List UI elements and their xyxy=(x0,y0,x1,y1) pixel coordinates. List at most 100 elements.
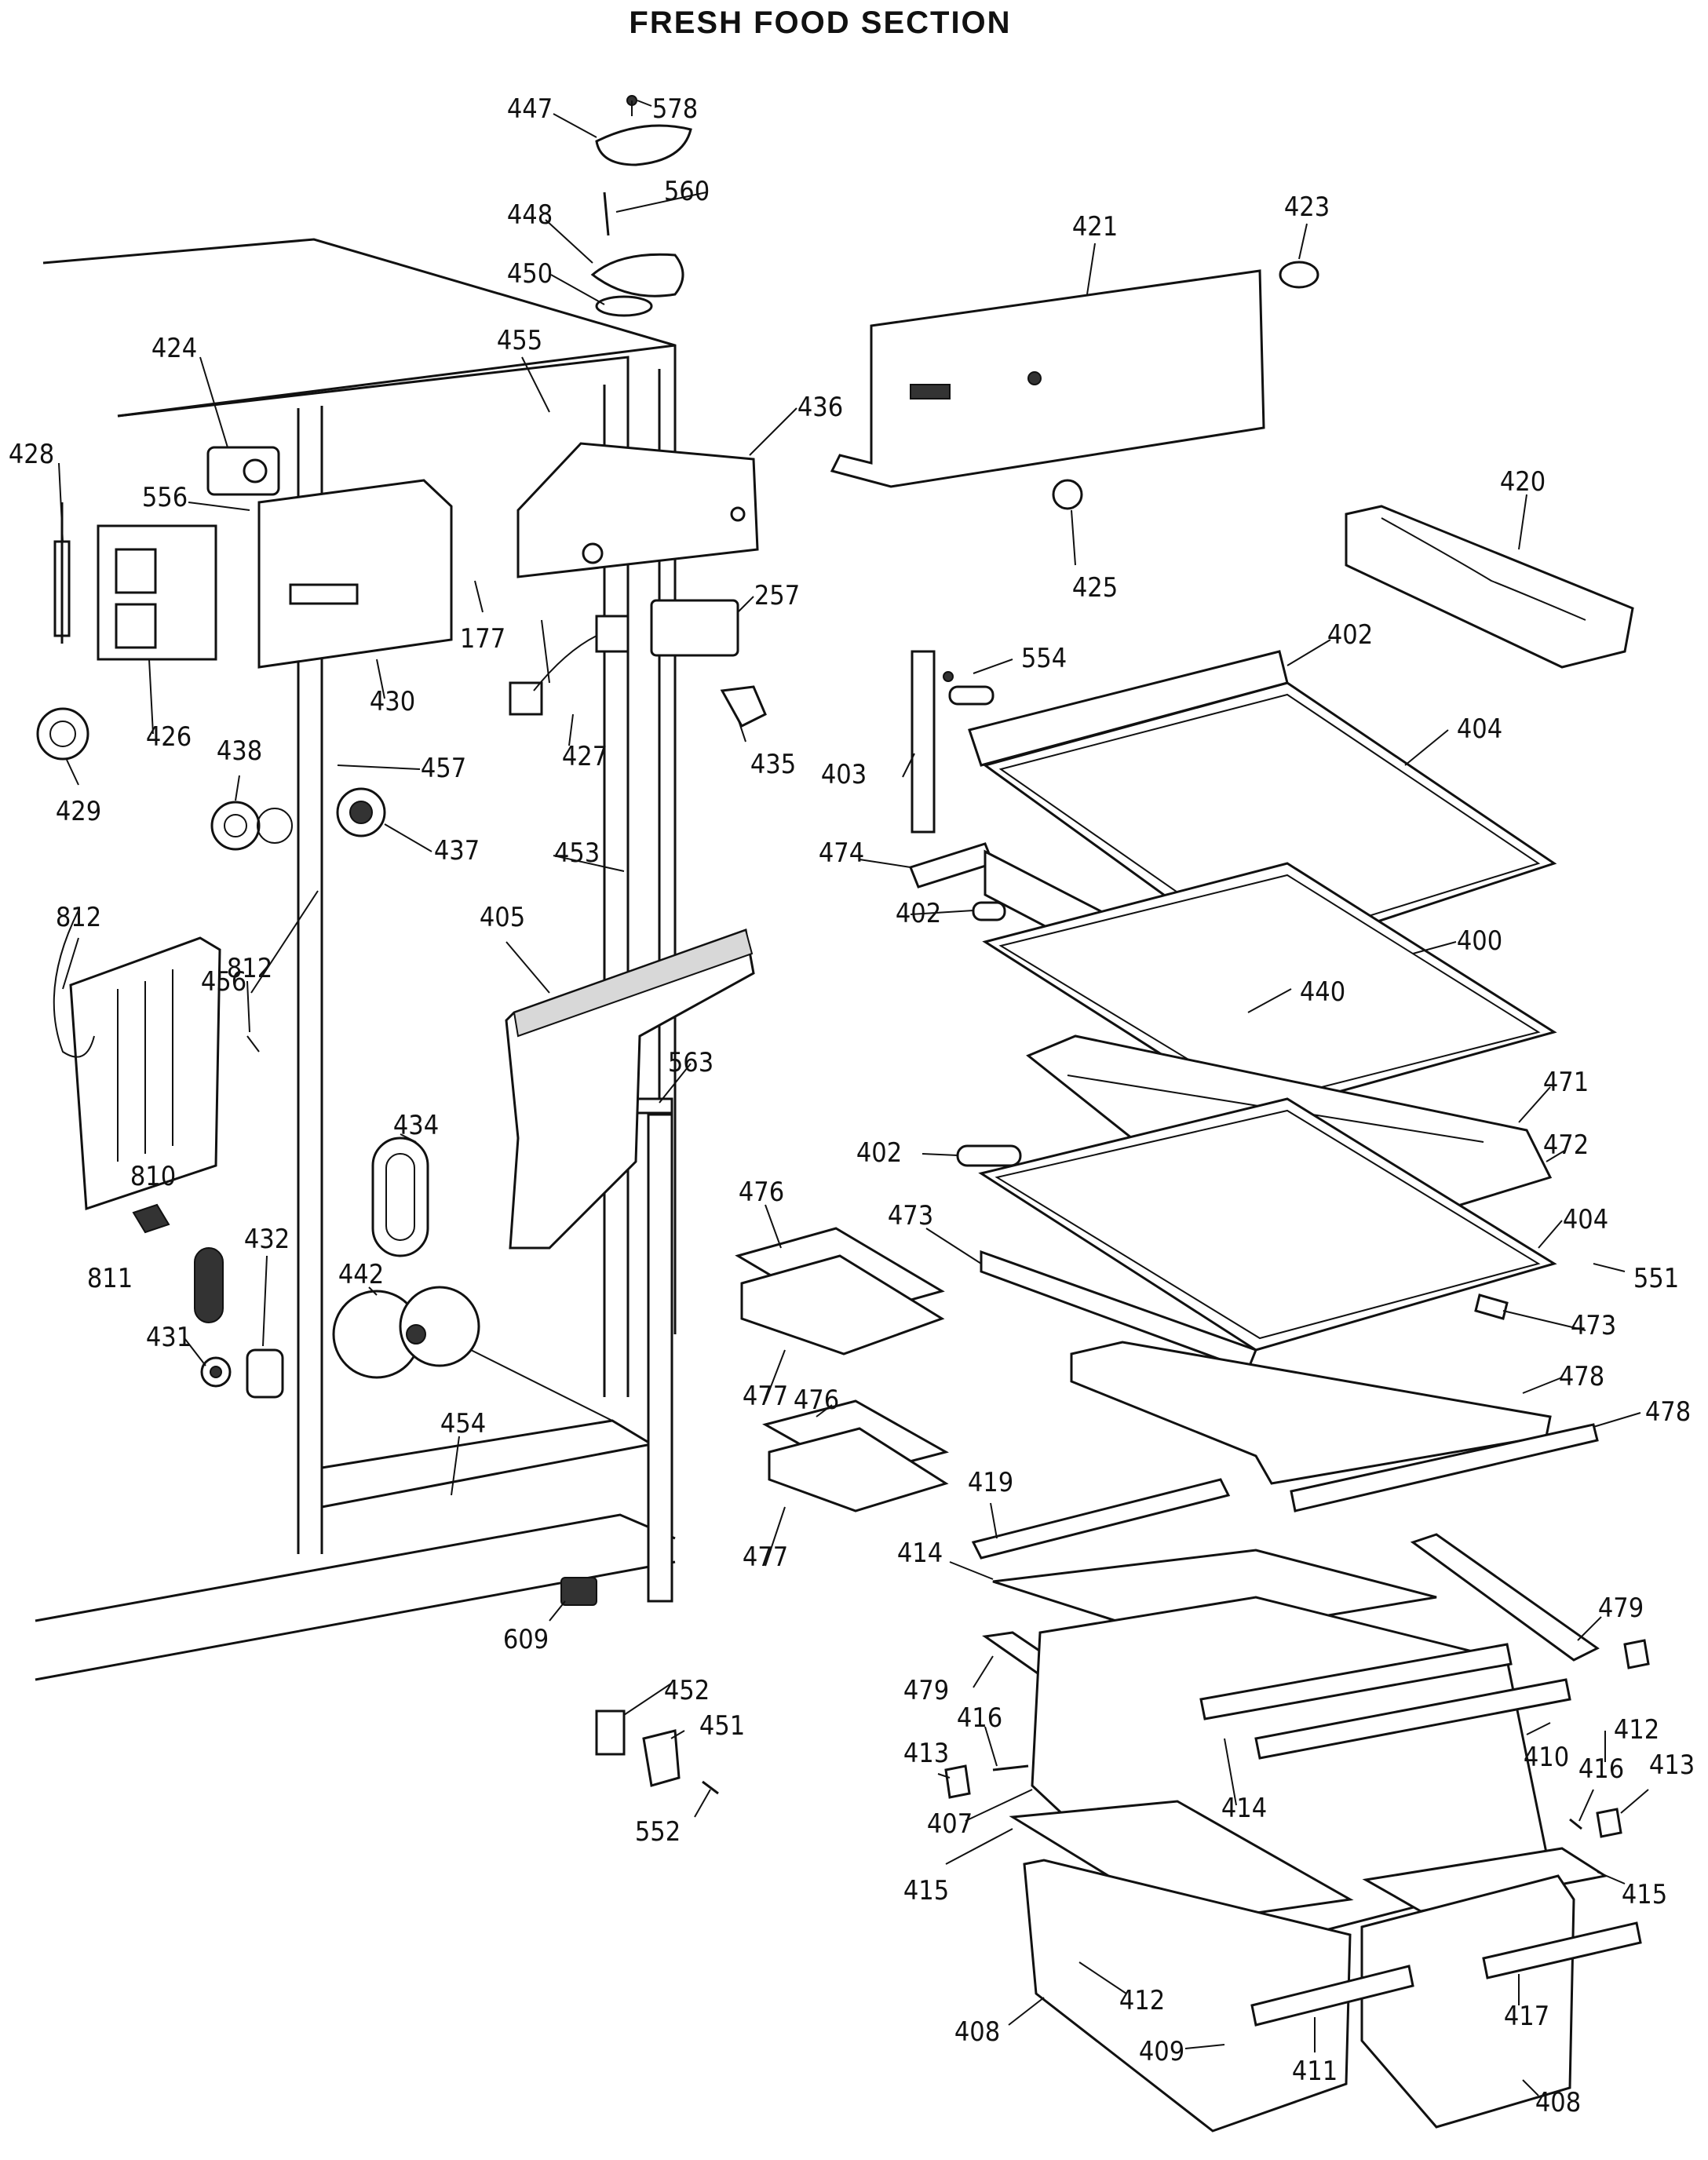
callout-421: 421 xyxy=(1072,211,1118,243)
callout-409: 409 xyxy=(1139,2036,1184,2067)
part-552-screw xyxy=(702,1780,719,1795)
part-421-light-shield xyxy=(830,269,1265,488)
leader-lines xyxy=(58,100,1649,2096)
callout-477: 477 xyxy=(743,1381,788,1412)
callout-402: 402 xyxy=(1327,619,1373,651)
part-430-cover xyxy=(257,479,453,669)
callout-423: 423 xyxy=(1284,192,1330,223)
part-424-motor xyxy=(206,446,280,496)
part-423-bulb xyxy=(1279,261,1319,289)
callout-476: 476 xyxy=(739,1177,784,1208)
callout-414: 414 xyxy=(897,1538,943,1569)
callout-479: 479 xyxy=(1598,1593,1644,1624)
rail-453 xyxy=(647,1113,673,1603)
callout-811: 811 xyxy=(87,1263,133,1294)
part-478-drawer-top xyxy=(1070,1341,1599,1512)
callout-453: 453 xyxy=(554,837,600,869)
callout-416-2: 416 xyxy=(1578,1753,1624,1785)
callout-436: 436 xyxy=(797,392,843,423)
callout-455: 455 xyxy=(497,325,542,356)
callout-426: 426 xyxy=(146,721,192,753)
callout-476-2: 476 xyxy=(794,1385,839,1416)
callout-416: 416 xyxy=(957,1702,1002,1734)
callout-400: 400 xyxy=(1457,925,1502,957)
callout-448: 448 xyxy=(507,199,553,231)
part-431-nut xyxy=(200,1356,232,1388)
callout-551: 551 xyxy=(1633,1263,1679,1294)
part-811-clip xyxy=(132,1203,170,1234)
callout-477-2: 477 xyxy=(743,1542,788,1573)
callout-609: 609 xyxy=(503,1624,549,1655)
part-404-shelf-low xyxy=(978,1097,1557,1352)
callout-425: 425 xyxy=(1072,572,1118,604)
part-257-relay xyxy=(650,599,739,657)
callout-424: 424 xyxy=(151,333,197,364)
callout-554: 554 xyxy=(1021,643,1067,674)
callout-438: 438 xyxy=(217,735,262,767)
part-435-connector xyxy=(720,685,767,728)
part-442-damper xyxy=(332,1286,480,1379)
callout-812: 812 xyxy=(56,902,101,933)
callout-473-2: 473 xyxy=(1571,1310,1616,1341)
callout-434: 434 xyxy=(393,1110,439,1141)
callout-437: 437 xyxy=(434,835,480,867)
part-474-rail xyxy=(909,842,995,888)
callout-405: 405 xyxy=(480,902,525,933)
part-402-rod xyxy=(948,685,1022,1167)
part-447-cover xyxy=(595,95,692,166)
callout-417: 417 xyxy=(1504,2001,1549,2032)
callout-552: 552 xyxy=(635,1816,681,1848)
callout-411: 411 xyxy=(1292,2056,1338,2087)
callout-812-2: 812 xyxy=(227,953,272,984)
callout-430: 430 xyxy=(370,686,415,717)
part-420-bin xyxy=(1345,505,1634,669)
callout-257: 257 xyxy=(754,580,800,611)
callout-478-2: 478 xyxy=(1645,1396,1691,1428)
callout-474: 474 xyxy=(819,837,864,869)
callout-454: 454 xyxy=(440,1408,486,1439)
callout-560: 560 xyxy=(664,176,710,207)
callout-419: 419 xyxy=(968,1467,1013,1498)
callout-471: 471 xyxy=(1543,1067,1589,1098)
callout-435: 435 xyxy=(750,749,796,780)
callout-429: 429 xyxy=(56,796,101,827)
callout-452: 452 xyxy=(664,1675,710,1706)
callout-578: 578 xyxy=(652,93,698,125)
part-448-hinge xyxy=(590,192,684,317)
part-416-rod xyxy=(992,1764,1582,1830)
part-451-hinge xyxy=(642,1729,681,1787)
part-408-drawers xyxy=(1023,1859,1575,2133)
callout-457: 457 xyxy=(421,753,466,784)
callout-447: 447 xyxy=(507,93,553,125)
callout-402-2: 402 xyxy=(896,898,941,929)
part-411-417-handles xyxy=(1250,1921,1642,2027)
callout-431: 431 xyxy=(146,1322,192,1353)
callout-442: 442 xyxy=(338,1259,384,1290)
callout-420: 420 xyxy=(1500,466,1546,498)
part-432-bushing xyxy=(246,1348,284,1399)
callout-177: 177 xyxy=(460,623,505,655)
callout-432: 432 xyxy=(244,1224,290,1255)
part-476-477-crisper-lids xyxy=(735,1227,949,1512)
callout-408: 408 xyxy=(954,2016,1000,2048)
callout-410: 410 xyxy=(1524,1742,1569,1773)
callout-415: 415 xyxy=(903,1875,949,1906)
callout-404-2: 404 xyxy=(1563,1204,1608,1235)
part-609-switch xyxy=(560,1577,597,1606)
callout-412-2: 412 xyxy=(1119,1985,1165,2016)
part-436-housing xyxy=(516,442,759,578)
callout-412: 412 xyxy=(1614,1714,1659,1746)
callout-440: 440 xyxy=(1300,976,1345,1008)
callout-427: 427 xyxy=(562,741,608,772)
callout-563: 563 xyxy=(668,1047,713,1078)
callout-413: 413 xyxy=(903,1738,949,1769)
part-437-knob xyxy=(336,787,386,837)
callout-810: 810 xyxy=(130,1161,176,1192)
callout-456: 456 xyxy=(201,966,246,998)
callout-479-2: 479 xyxy=(903,1675,949,1706)
part-433-gasket xyxy=(194,1247,224,1323)
callout-407: 407 xyxy=(927,1808,973,1840)
callout-473: 473 xyxy=(888,1200,933,1231)
